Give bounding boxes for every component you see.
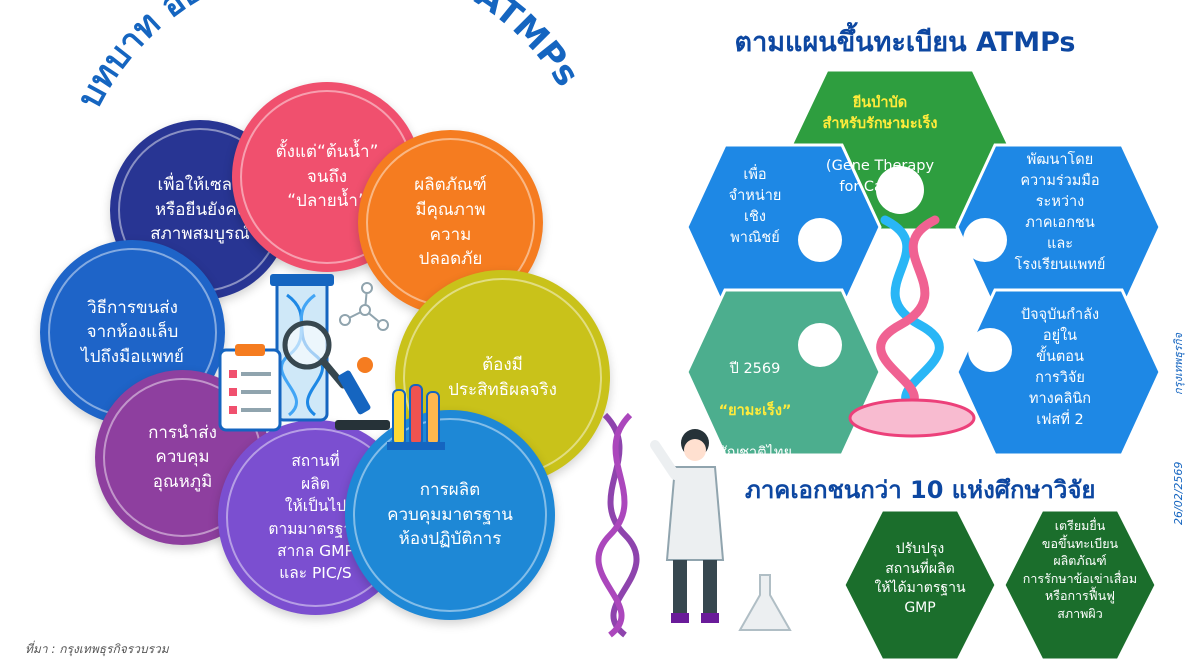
brand-text: กรุงเทพธุรกิจ: [1172, 333, 1185, 395]
circle-lab-standard: การผลิต ควบคุมมาตรฐาน ห้องปฏิบัติการ: [345, 410, 555, 620]
date-stamp: กรุงเทพธุรกิจ 26/02/2569: [1172, 333, 1185, 525]
dna-icon: [876, 215, 944, 420]
scientist-illustration: [595, 412, 792, 638]
vials-icon: [387, 384, 445, 450]
hex-upper-right-text: พัฒนาโดย ความร่วมมือ ระหว่าง ภาคเอกชน แล…: [1014, 152, 1106, 274]
handshake-icon: [963, 218, 1007, 262]
scientist-figure: [650, 429, 725, 623]
hex-cluster: [685, 68, 1162, 455]
green-hex-registration-text: เตรียมยื่น ขอขึ้นทะเบียน ผลิตภัณฑ์ การรั…: [1022, 518, 1138, 621]
green-hex-gmp-text: ปรับปรุง สถานที่ผลิต ให้ได้มาตรฐาน GMP: [874, 541, 966, 616]
pills-icon: [798, 323, 842, 367]
green-hex-pair: [842, 508, 1158, 662]
microscope-small-icon: [968, 328, 1012, 372]
right-title: ตามแผนขึ้นทะเบียน ATMPs: [734, 27, 1076, 58]
hex-lower-right-text: ปัจจุบันกำลัง อยู่ใน ขั้นตอน การวิจัย ทา…: [1020, 307, 1100, 429]
clipboard-icon: [218, 344, 282, 432]
private-sector-title: ภาคเอกชนกว่า 10 แห่งศึกษาวิจัย: [745, 476, 1096, 504]
flask-icon: [738, 574, 792, 631]
hex-lower-right: [955, 288, 1162, 455]
molecule-icon: [339, 282, 389, 331]
lab-illustration: [218, 274, 445, 450]
hex-top-text: ยีนบำบัด สำหรับรักษามะเร็ง (Gene Therapy…: [822, 95, 938, 196]
date-text: 26/02/2569: [1172, 462, 1185, 525]
hex-upper-left-text: เพื่อ จำหน่าย เชิง พาณิชย์: [728, 167, 782, 247]
dna-large-icon: [595, 412, 640, 638]
source-note: ที่มา : กรุงเทพธุรกิจรวบรวม: [25, 642, 169, 656]
microscope-icon: [335, 357, 390, 430]
gene-therapy-icon: [876, 166, 924, 214]
magnifier-icon: [282, 320, 347, 389]
green-hex-gmp: [842, 508, 998, 662]
coins-icon: [798, 218, 842, 262]
green-hex-registration: [1002, 508, 1158, 662]
hex-lower-left-text: ปี 2569 “ยามะเร็ง” สัญชาติไทย: [718, 361, 792, 462]
dna-pedestal: [848, 398, 976, 438]
